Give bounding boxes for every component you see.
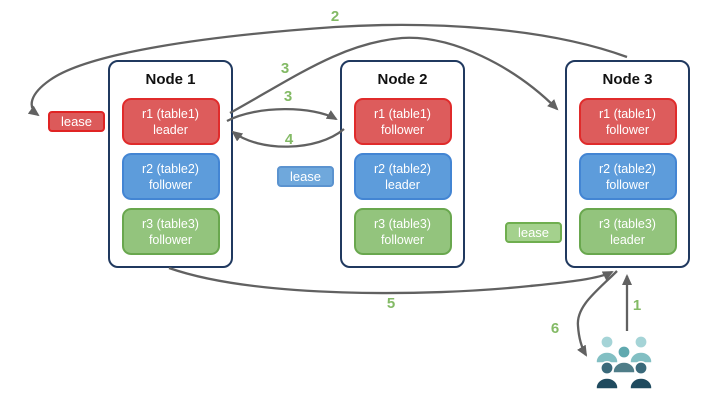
user-figure [595,360,619,390]
replica-role: follower [148,177,193,192]
replica-role: follower [380,232,425,247]
lease-badge-green: lease [505,222,562,243]
replica-name: r1 (table1) [599,106,656,121]
replica-name: r2 (table2) [374,161,431,176]
replica-role: follower [148,232,193,247]
arrow-3-leader-to-node2-follower [226,108,338,123]
replica-name: r2 (table2) [142,161,199,176]
replica-name: r2 (table2) [599,161,656,176]
replica-name: r3 (table3) [142,216,199,231]
replica-role: follower [605,177,650,192]
user-figure [629,360,653,390]
step-label-3b: 3 [283,88,293,105]
replica-name: r1 (table1) [142,106,199,121]
node-3-box: Node 3 r1 (table1) follower r2 (table2) … [565,60,690,268]
lease-badge-red: lease [48,111,105,132]
user-figure [595,335,619,364]
node-2-box: Node 2 r1 (table1) follower r2 (table2) … [340,60,465,268]
node2-replica-r2: r2 (table2) leader [353,153,452,200]
step-label-1: 1 [632,297,642,314]
node1-replica-r2: r2 (table2) follower [121,153,220,200]
node3-replica-r1: r1 (table1) follower [578,98,677,145]
node2-replica-r1: r1 (table1) follower [353,98,452,145]
step-label-6: 6 [550,320,560,337]
step-label-5: 5 [386,295,396,312]
step-label-3a: 3 [280,60,290,77]
replica-role: leader [385,177,420,192]
replica-role: follower [380,122,425,137]
node3-replica-r2: r2 (table2) follower [578,153,677,200]
replica-name: r3 (table3) [599,216,656,231]
arrow-5-node1-to-node3 [168,266,614,295]
replica-name: r3 (table3) [374,216,431,231]
replica-role: follower [605,122,650,137]
user-figure [629,335,653,364]
node1-replica-r1: r1 (table1) leader [121,98,220,145]
step-label-4: 4 [284,131,294,148]
node1-replica-r3: r3 (table3) follower [121,208,220,255]
lease-badge-blue: lease [277,166,334,187]
replica-role: leader [610,232,645,247]
node3-replica-r3: r3 (table3) leader [578,208,677,255]
users-group-icon [595,335,653,390]
replica-name: r1 (table1) [374,106,431,121]
node-2-title: Node 2 [377,71,428,88]
step-label-2: 2 [330,8,340,25]
node-1-box: Node 1 r1 (table1) leader r2 (table2) fo… [108,60,233,268]
replica-role: leader [153,122,188,137]
node-1-title: Node 1 [145,71,196,88]
node-3-title: Node 3 [602,71,653,88]
node2-replica-r3: r3 (table3) follower [353,208,452,255]
